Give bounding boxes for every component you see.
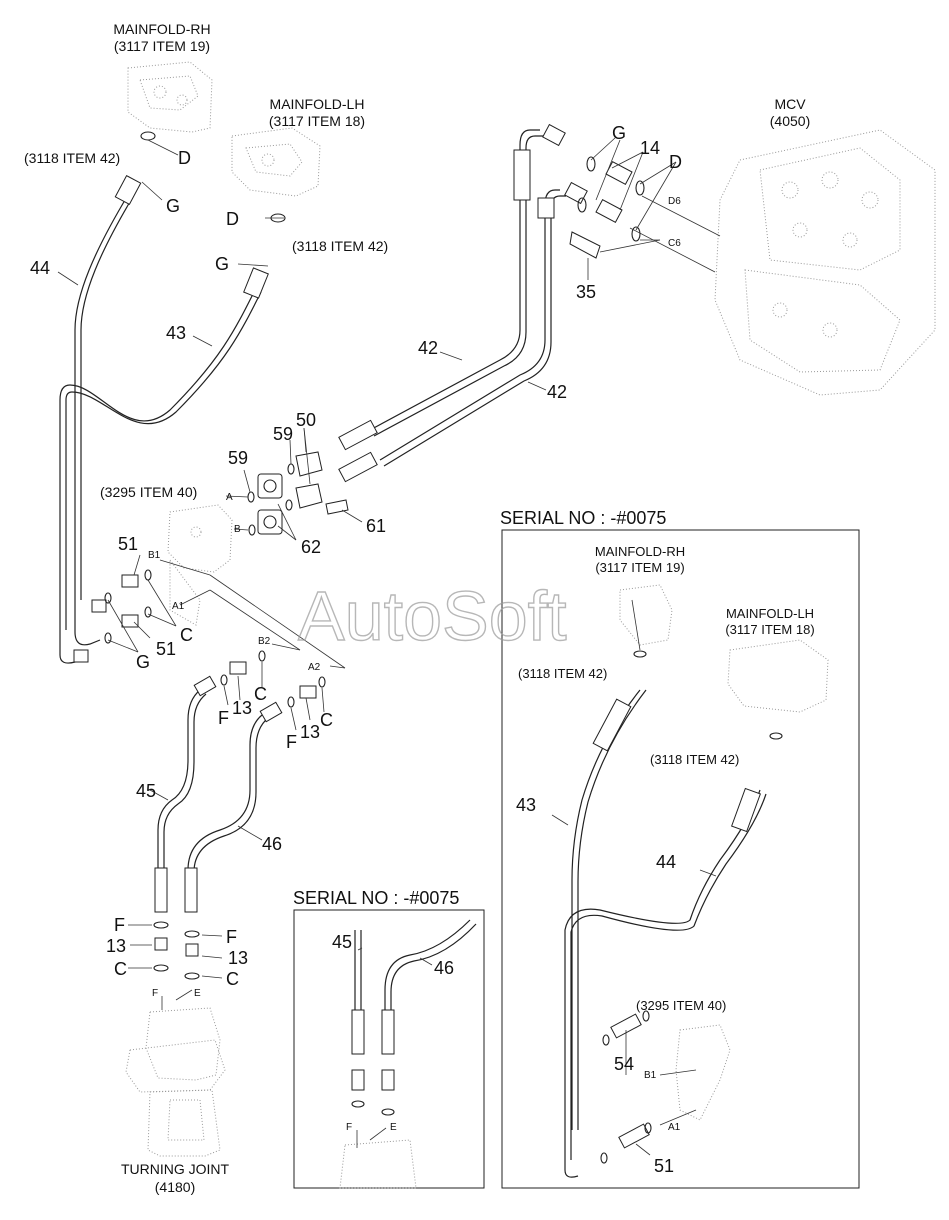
manifold-lh-ref: (3117 ITEM 18) bbox=[269, 113, 365, 129]
block-component bbox=[167, 504, 233, 626]
inset-label-51: 51 bbox=[654, 1156, 674, 1176]
hose-43 bbox=[59, 267, 269, 664]
watermark: AutoSoft bbox=[298, 577, 567, 655]
label-50: 50 bbox=[296, 410, 316, 430]
item42-ref-1: (3118 ITEM 42) bbox=[24, 150, 120, 166]
inset-label-B1: B1 bbox=[644, 1070, 657, 1081]
label-B1: B1 bbox=[148, 550, 161, 561]
label-59-a: 59 bbox=[228, 448, 248, 468]
hose-44 bbox=[74, 174, 142, 646]
label-E-1: E bbox=[194, 988, 201, 999]
label-35: 35 bbox=[576, 282, 596, 302]
label-G-2: G bbox=[215, 254, 229, 274]
label-13-a: 13 bbox=[232, 698, 252, 718]
label-B: B bbox=[234, 524, 241, 535]
hose-42-lower bbox=[338, 189, 566, 483]
inset-label-43: 43 bbox=[516, 795, 536, 815]
inset-item40-ref: (3295 ITEM 40) bbox=[636, 998, 726, 1013]
label-G-1: G bbox=[166, 196, 180, 216]
inset-label-54: 54 bbox=[614, 1054, 634, 1074]
label-F-3: F bbox=[114, 915, 125, 935]
inset-label-E: E bbox=[390, 1122, 397, 1133]
label-D-2: D bbox=[226, 209, 239, 229]
label-13-b: 13 bbox=[300, 722, 320, 742]
label-C-2: C bbox=[254, 684, 267, 704]
inset-item42-ref-2: (3118 ITEM 42) bbox=[650, 752, 739, 767]
label-A: A bbox=[226, 492, 233, 503]
manifold-lh-label: MAINFOLD-LH bbox=[270, 96, 365, 112]
label-G-3: G bbox=[612, 123, 626, 143]
label-F-2: F bbox=[286, 732, 297, 752]
label-51-a: 51 bbox=[118, 534, 138, 554]
label-G-4: G bbox=[136, 652, 150, 672]
mcv-component bbox=[714, 129, 936, 396]
manifold-lh-component bbox=[231, 127, 321, 197]
label-C-5: C bbox=[226, 969, 239, 989]
inset-manifold-rh-ref: (3117 ITEM 19) bbox=[595, 560, 684, 575]
label-13-d: 13 bbox=[228, 948, 248, 968]
mcv-label: MCV bbox=[774, 96, 806, 112]
turning-joint-component bbox=[125, 1007, 226, 1157]
serial-label-bottom: SERIAL NO : -#0075 bbox=[293, 888, 459, 908]
label-C-3: C bbox=[320, 710, 333, 730]
label-46: 46 bbox=[262, 834, 282, 854]
inset-label-F: F bbox=[346, 1122, 352, 1133]
label-43: 43 bbox=[166, 323, 186, 343]
o-rings-main bbox=[104, 131, 645, 980]
inset-label-44: 44 bbox=[656, 852, 676, 872]
hose-45 bbox=[154, 689, 207, 913]
inset-box-right bbox=[501, 529, 860, 1189]
turning-joint-ref: (4180) bbox=[155, 1179, 195, 1195]
label-42-b: 42 bbox=[547, 382, 567, 402]
label-A2: A2 bbox=[308, 662, 321, 673]
flanges bbox=[257, 451, 349, 535]
label-44: 44 bbox=[30, 258, 50, 278]
label-45: 45 bbox=[136, 781, 156, 801]
label-A1: A1 bbox=[172, 601, 185, 612]
label-61: 61 bbox=[366, 516, 386, 536]
hose-46 bbox=[184, 714, 269, 913]
label-42-a: 42 bbox=[418, 338, 438, 358]
leader-lines-main bbox=[57, 137, 721, 1010]
label-F-4: F bbox=[226, 927, 237, 947]
inset-label-45: 45 bbox=[332, 932, 352, 952]
label-62: 62 bbox=[301, 537, 321, 557]
inset-manifold-lh-ref: (3117 ITEM 18) bbox=[725, 622, 814, 637]
label-14: 14 bbox=[640, 138, 660, 158]
text-labels: MAINFOLD-RH (3117 ITEM 19) MAINFOLD-LH (… bbox=[24, 21, 815, 1195]
label-51-b: 51 bbox=[156, 639, 176, 659]
manifold-rh-ref: (3117 ITEM 19) bbox=[114, 38, 210, 54]
label-D6: D6 bbox=[668, 196, 681, 207]
inset-box-bottom bbox=[293, 909, 485, 1189]
label-C6: C6 bbox=[668, 238, 681, 249]
inset-manifold-lh-label: MAINFOLD-LH bbox=[726, 606, 814, 621]
label-59-b: 59 bbox=[273, 424, 293, 444]
label-F-5: F bbox=[152, 988, 158, 999]
inset-bottom-components bbox=[339, 919, 477, 1189]
item40-ref: (3295 ITEM 40) bbox=[100, 484, 197, 500]
turning-joint-label: TURNING JOINT bbox=[121, 1161, 230, 1177]
serial-label-right: SERIAL NO : -#0075 bbox=[500, 508, 666, 528]
hose-42-upper bbox=[338, 129, 546, 451]
mcv-ref: (4050) bbox=[770, 113, 810, 129]
inset-label-46: 46 bbox=[434, 958, 454, 978]
label-C-4: C bbox=[114, 959, 127, 979]
label-C-1: C bbox=[180, 625, 193, 645]
label-D-1: D bbox=[178, 148, 191, 168]
label-F-1: F bbox=[218, 708, 229, 728]
label-B2: B2 bbox=[258, 636, 271, 647]
inset-label-A1: A1 bbox=[668, 1122, 681, 1133]
label-13-c: 13 bbox=[106, 936, 126, 956]
inset-manifold-rh-label: MAINFOLD-RH bbox=[595, 544, 685, 559]
inset-right-components bbox=[551, 584, 829, 1178]
item42-ref-2: (3118 ITEM 42) bbox=[292, 238, 388, 254]
manifold-rh-label: MAINFOLD-RH bbox=[113, 21, 210, 37]
manifold-rh-component bbox=[127, 61, 213, 133]
label-D-3: D bbox=[669, 152, 682, 172]
inset-item42-ref-1: (3118 ITEM 42) bbox=[518, 666, 607, 681]
